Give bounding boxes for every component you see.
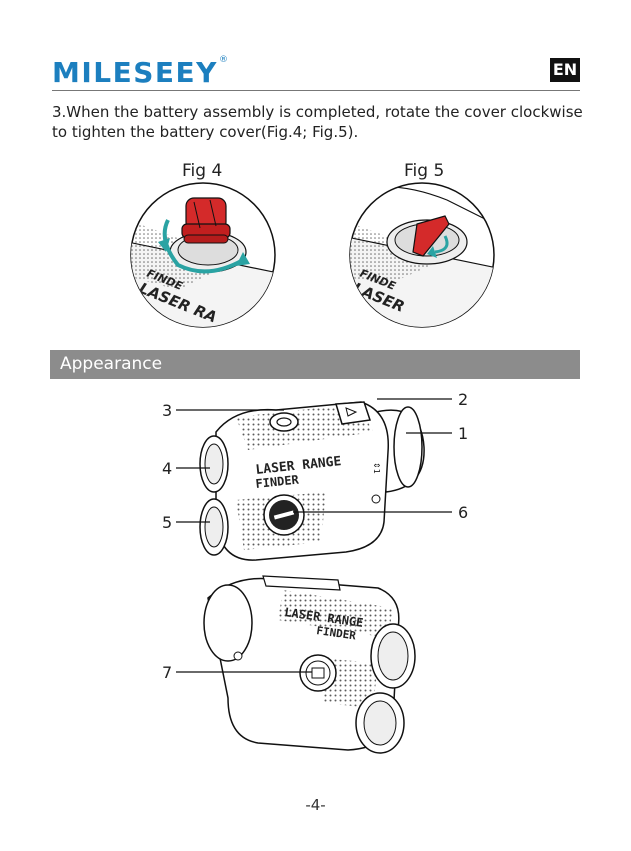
callout-5: 5 <box>162 513 172 532</box>
callout-7: 7 <box>162 663 172 682</box>
callout-4: 4 <box>162 459 172 478</box>
page-number: -4- <box>0 796 631 814</box>
callout-3: 3 <box>162 401 172 420</box>
callout-1: 1 <box>458 424 468 443</box>
callout-2: 2 <box>458 390 468 409</box>
callout-6: 6 <box>458 503 468 522</box>
